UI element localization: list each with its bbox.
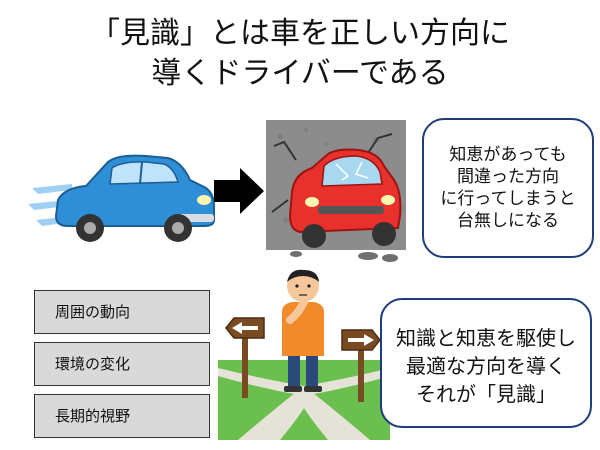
title-line-2: 導くドライバーである	[151, 56, 449, 91]
right-signpost-pole	[358, 332, 364, 402]
forked-road	[238, 386, 370, 440]
factor-box: 長期的視野	[34, 394, 210, 438]
speech-bubble-insight: 知識と知恵を駆使し 最適な方向を導く それが「見識」	[380, 298, 592, 428]
bubble-line: 間違った方向	[457, 167, 559, 187]
red-car-grille	[318, 206, 384, 214]
debris	[290, 251, 398, 262]
factor-box: 環境の変化	[34, 342, 210, 386]
bubble-line: 知識と知恵を駆使し	[396, 326, 576, 350]
crossroads-illustration	[218, 269, 390, 440]
blue-car-illustration	[28, 154, 215, 242]
red-car-wheel	[302, 224, 326, 248]
wall-cracks	[271, 133, 393, 213]
bubble-line: に行ってしまうと	[440, 189, 576, 209]
red-car-windshield	[321, 155, 383, 187]
blue-car-window	[109, 161, 179, 185]
crashed-car-illustration	[266, 120, 406, 262]
right-arrow-icon	[214, 168, 264, 214]
left-signpost-pole	[242, 328, 248, 398]
bubble-line: 台無しになる	[457, 211, 559, 231]
blue-car-headlight	[197, 195, 211, 205]
bubble-line: 最適な方向を導く	[406, 354, 566, 378]
bubble-line: 知恵があっても	[449, 145, 567, 165]
thinking-person	[282, 269, 324, 392]
title-line-1: 「見識」とは車を正しい方向に	[90, 16, 510, 51]
bubble-line: それが「見識」	[416, 382, 556, 406]
factor-list: 周囲の動向 環境の変化 長期的視野	[34, 290, 210, 446]
factor-box: 周囲の動向	[34, 290, 210, 334]
page-title: 「見識」とは車を正しい方向に 導くドライバーである	[0, 14, 600, 94]
speech-bubble-warning: 知恵があっても 間違った方向 に行ってしまうと 台無しになる	[422, 118, 594, 258]
